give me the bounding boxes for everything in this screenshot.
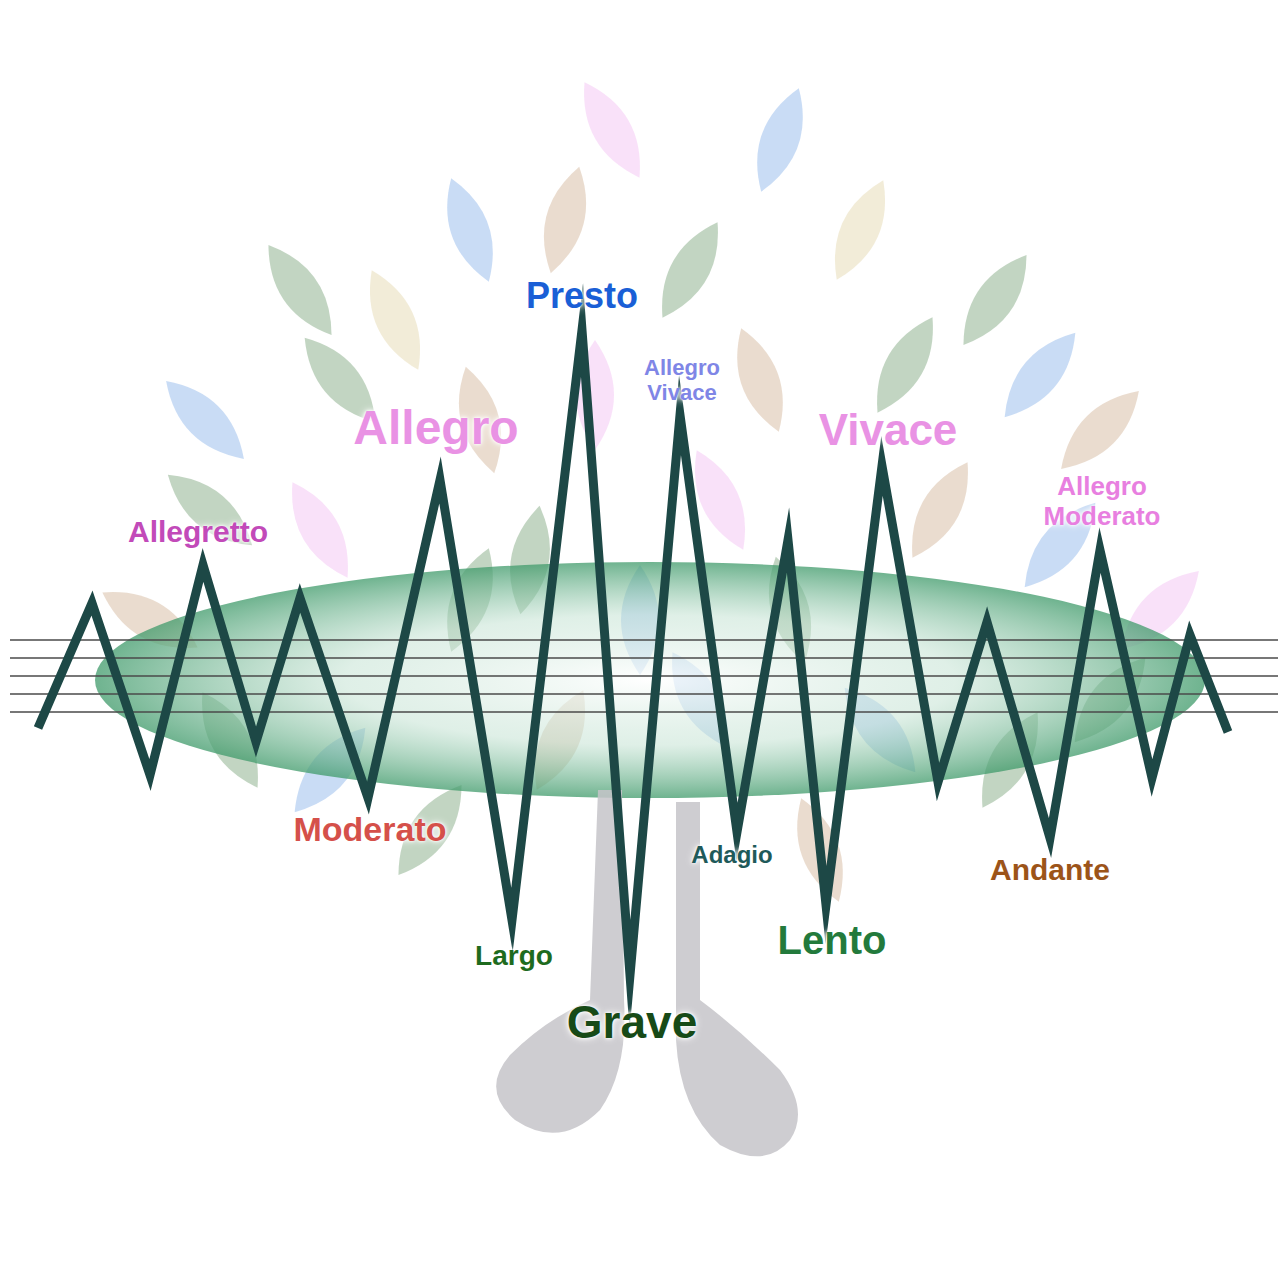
leaf <box>153 368 258 473</box>
tempo-label: Andante <box>990 853 1110 888</box>
leaf <box>723 322 796 438</box>
leaf <box>568 73 656 187</box>
tempo-label: Allegro <box>353 400 518 455</box>
tempo-label: Lento <box>778 917 887 963</box>
leaf-group <box>93 73 1212 908</box>
leaf <box>276 473 364 587</box>
tempo-label: Adagio <box>691 841 772 869</box>
tempo-label: Vivace <box>819 405 958 456</box>
tempo-label: Allegretto <box>128 515 268 550</box>
tempo-label: Grave <box>567 996 697 1049</box>
tempo-label: Allegro Vivace <box>627 355 737 406</box>
staff-lines <box>10 640 1278 712</box>
leaf <box>253 234 347 346</box>
leaf <box>820 172 901 288</box>
leaf <box>743 82 816 198</box>
leaf <box>990 321 1090 430</box>
leaf <box>532 162 597 278</box>
leaf <box>1048 378 1153 483</box>
tempo-zigzag <box>38 330 1228 975</box>
tempo-label: Presto <box>526 275 638 316</box>
leaf <box>896 453 984 567</box>
leaf <box>948 244 1042 356</box>
tree-trunk <box>676 802 798 1156</box>
tempo-label: Moderato <box>294 810 447 849</box>
leaf <box>433 172 506 288</box>
leaf <box>646 213 734 327</box>
leaf <box>355 262 436 378</box>
tempo-label: Allegro Moderato <box>1017 472 1187 532</box>
tempo-label: Largo <box>475 940 553 972</box>
